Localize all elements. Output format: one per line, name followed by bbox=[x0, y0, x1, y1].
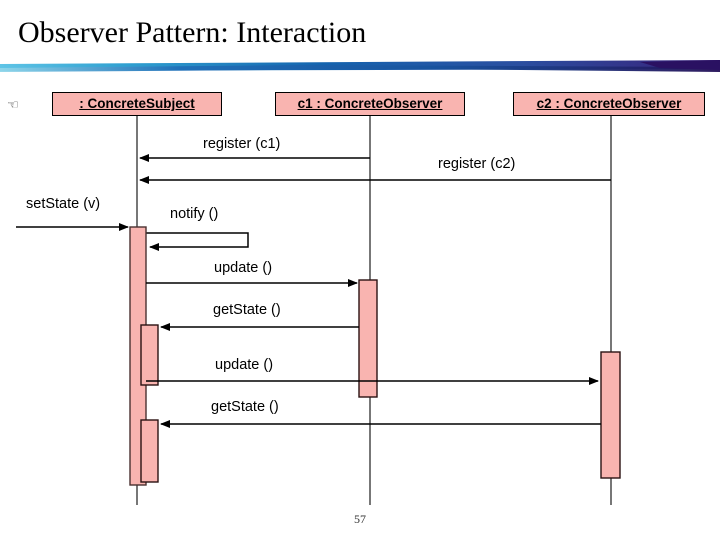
message-label-update-c2: update () bbox=[215, 357, 274, 373]
message-label-register-c1: register (c1) bbox=[203, 136, 281, 152]
lifeline-header-c1[interactable]: c1 : ConcreteObserver bbox=[275, 92, 465, 116]
page-title: Observer Pattern: Interaction bbox=[18, 16, 367, 49]
lifeline-label-c2: c2 : ConcreteObserver bbox=[536, 96, 682, 111]
lifeline-header-c2[interactable]: c2 : ConcreteObserver bbox=[513, 92, 705, 116]
lifeline-label-subject: : ConcreteSubject bbox=[79, 96, 195, 111]
activation-bar-c1 bbox=[358, 279, 378, 398]
activation-bar-c2 bbox=[600, 351, 621, 479]
message-arrow-notify-self bbox=[146, 232, 249, 251]
message-label-notify: notify () bbox=[170, 206, 219, 222]
header-decorative-rule bbox=[0, 60, 720, 78]
sequence-diagram-body bbox=[16, 116, 621, 505]
message-label-update-c1: update () bbox=[214, 260, 273, 276]
lifeline-header-subject[interactable]: : ConcreteSubject bbox=[52, 92, 222, 116]
lifeline-label-c1: c1 : ConcreteObserver bbox=[297, 96, 443, 111]
activation-bar-subject-nested-1 bbox=[140, 324, 159, 386]
message-label-setstate: setState (v) bbox=[26, 196, 101, 212]
message-label-getstate-c2: getState () bbox=[211, 399, 279, 415]
activation-bar-subject-nested-2 bbox=[140, 419, 159, 483]
hand-cursor-icon: ☜ bbox=[7, 97, 19, 112]
message-label-register-c2: register (c2) bbox=[438, 156, 516, 172]
message-label-getstate-c1: getState () bbox=[213, 302, 281, 318]
page-number: 57 bbox=[354, 512, 366, 526]
